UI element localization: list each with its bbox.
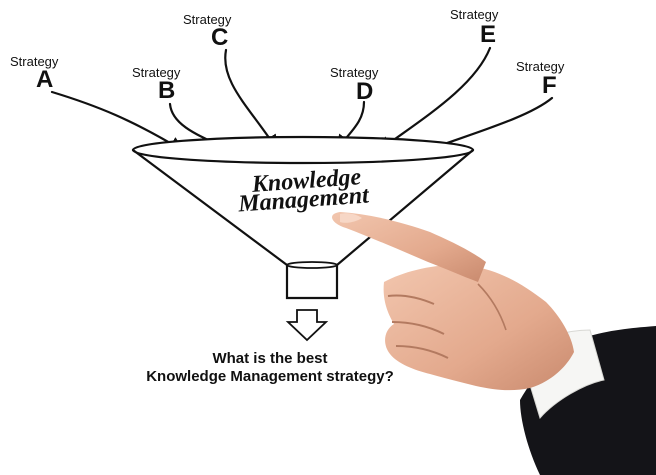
funnel-rim [131, 135, 475, 165]
strategy-d-letter: D [356, 78, 373, 105]
strategy-f-letter: F [542, 72, 557, 99]
strategy-a-word: Strategy [10, 54, 59, 69]
funnel-right-side [335, 148, 475, 267]
funnel-neck [286, 261, 338, 269]
question-line2: Knowledge Management strategy? [146, 368, 394, 385]
strategy-c-letter: C [211, 24, 228, 51]
strategy-a-label: Strategy A [10, 54, 59, 93]
funnel [131, 135, 475, 300]
strategy-e-word: Strategy [450, 7, 499, 22]
strategy-b-word: Strategy [132, 65, 181, 80]
pointing-hand-icon [332, 212, 656, 475]
strategy-d-label: Strategy D [330, 65, 379, 105]
strategy-e-letter: E [480, 21, 496, 48]
strategy-a-letter: A [36, 66, 53, 93]
strategy-b-label: Strategy B [132, 65, 181, 104]
strategy-f-label: Strategy F [516, 59, 565, 99]
hollow-down-arrow-icon [285, 309, 329, 342]
question-line1: What is the best [212, 350, 327, 367]
strategy-b-letter: B [158, 77, 175, 104]
arrow-strategy-a [50, 90, 185, 152]
strategy-f-word: Strategy [516, 59, 565, 74]
strategy-d-word: Strategy [330, 65, 379, 80]
strategy-c-word: Strategy [183, 12, 232, 27]
strategy-c-label: Strategy C [183, 12, 232, 51]
strategy-e-label: Strategy E [450, 7, 499, 48]
funnel-spout [285, 263, 339, 300]
arrow-strategy-c [224, 48, 278, 151]
funnel-left-side [131, 148, 289, 267]
